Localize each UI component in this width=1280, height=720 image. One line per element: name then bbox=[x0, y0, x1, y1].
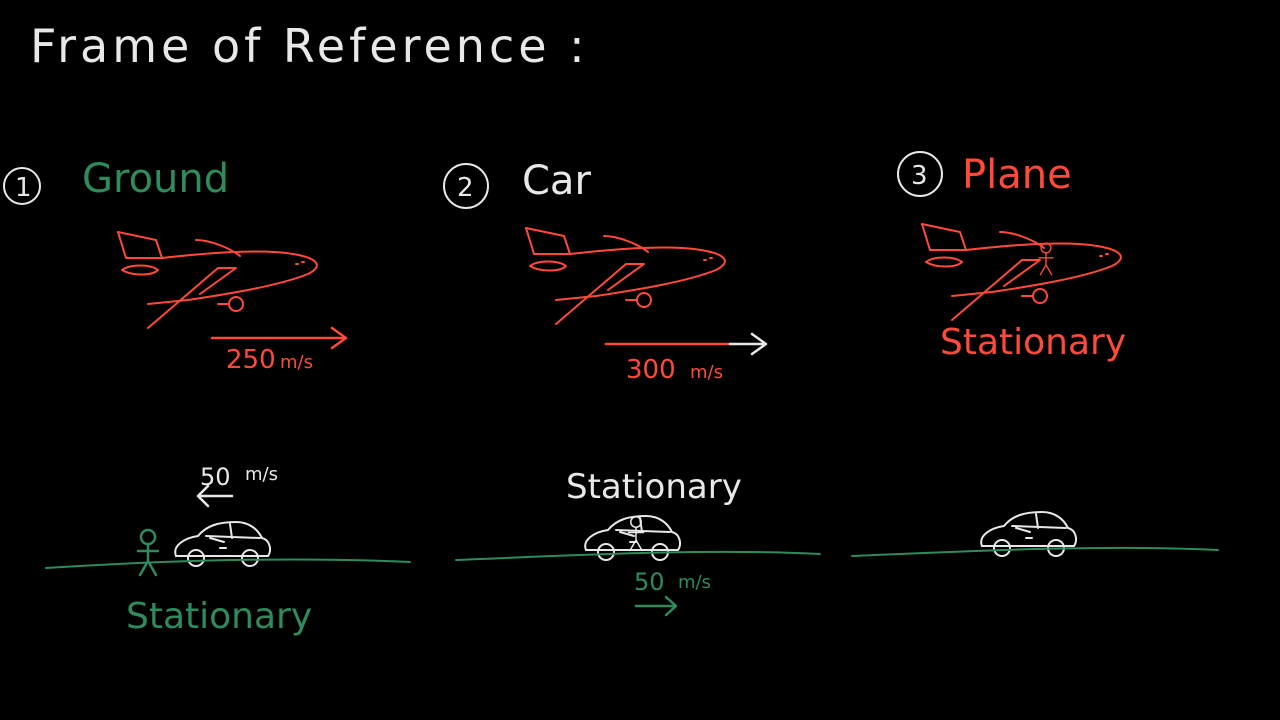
plane-speed-unit-car: m/s bbox=[690, 362, 723, 383]
frame-number-circle-2 bbox=[443, 163, 489, 209]
stick-figure-icon bbox=[136, 528, 160, 577]
plane-speed-unit-ground: m/s bbox=[280, 352, 313, 373]
frame-number-circle-1 bbox=[3, 167, 41, 205]
plane-status: Stationary bbox=[940, 322, 1126, 363]
plane-icon bbox=[525, 227, 726, 325]
frame-car: 2 Car 300 m/s Stationary 50 m/s bbox=[443, 158, 821, 617]
ground-line bbox=[45, 558, 411, 569]
frame-number-circle-3 bbox=[897, 151, 943, 197]
ground-status: Stationary bbox=[126, 596, 312, 637]
right-arrow-icon bbox=[634, 595, 678, 617]
ground-speed-unit-car: m/s bbox=[678, 572, 711, 593]
ground-line bbox=[455, 550, 821, 561]
plane-speed-ground: 250 bbox=[226, 345, 276, 375]
car-status: Stationary bbox=[566, 467, 742, 507]
frame-number-1: 1 bbox=[15, 173, 32, 203]
plane-speed-car: 300 bbox=[626, 355, 676, 385]
frame-plane: 3 Plane Stationary bbox=[851, 151, 1219, 557]
frame-label-plane: Plane bbox=[962, 152, 1072, 198]
frame-number-3: 3 bbox=[911, 161, 928, 191]
frame-label-ground: Ground bbox=[82, 156, 229, 202]
right-arrow-icon bbox=[604, 332, 768, 356]
frame-number-2: 2 bbox=[457, 173, 474, 203]
frame-ground: 1 Ground 250 m/s 50 m/s Stationary bbox=[3, 156, 411, 637]
right-arrow-icon bbox=[210, 326, 348, 350]
ground-line bbox=[851, 546, 1219, 557]
stick-figure-icon bbox=[1038, 242, 1054, 276]
page-title: Frame of Reference : bbox=[30, 19, 589, 73]
car-speed-unit-ground: m/s bbox=[245, 464, 278, 485]
frame-label-car: Car bbox=[522, 158, 591, 204]
ground-speed-car: 50 bbox=[634, 568, 665, 596]
left-arrow-icon bbox=[196, 484, 234, 508]
stick-figure-icon bbox=[627, 516, 645, 552]
plane-icon bbox=[921, 223, 1122, 321]
plane-icon bbox=[117, 231, 318, 329]
car-speed-ground: 50 bbox=[200, 463, 231, 491]
